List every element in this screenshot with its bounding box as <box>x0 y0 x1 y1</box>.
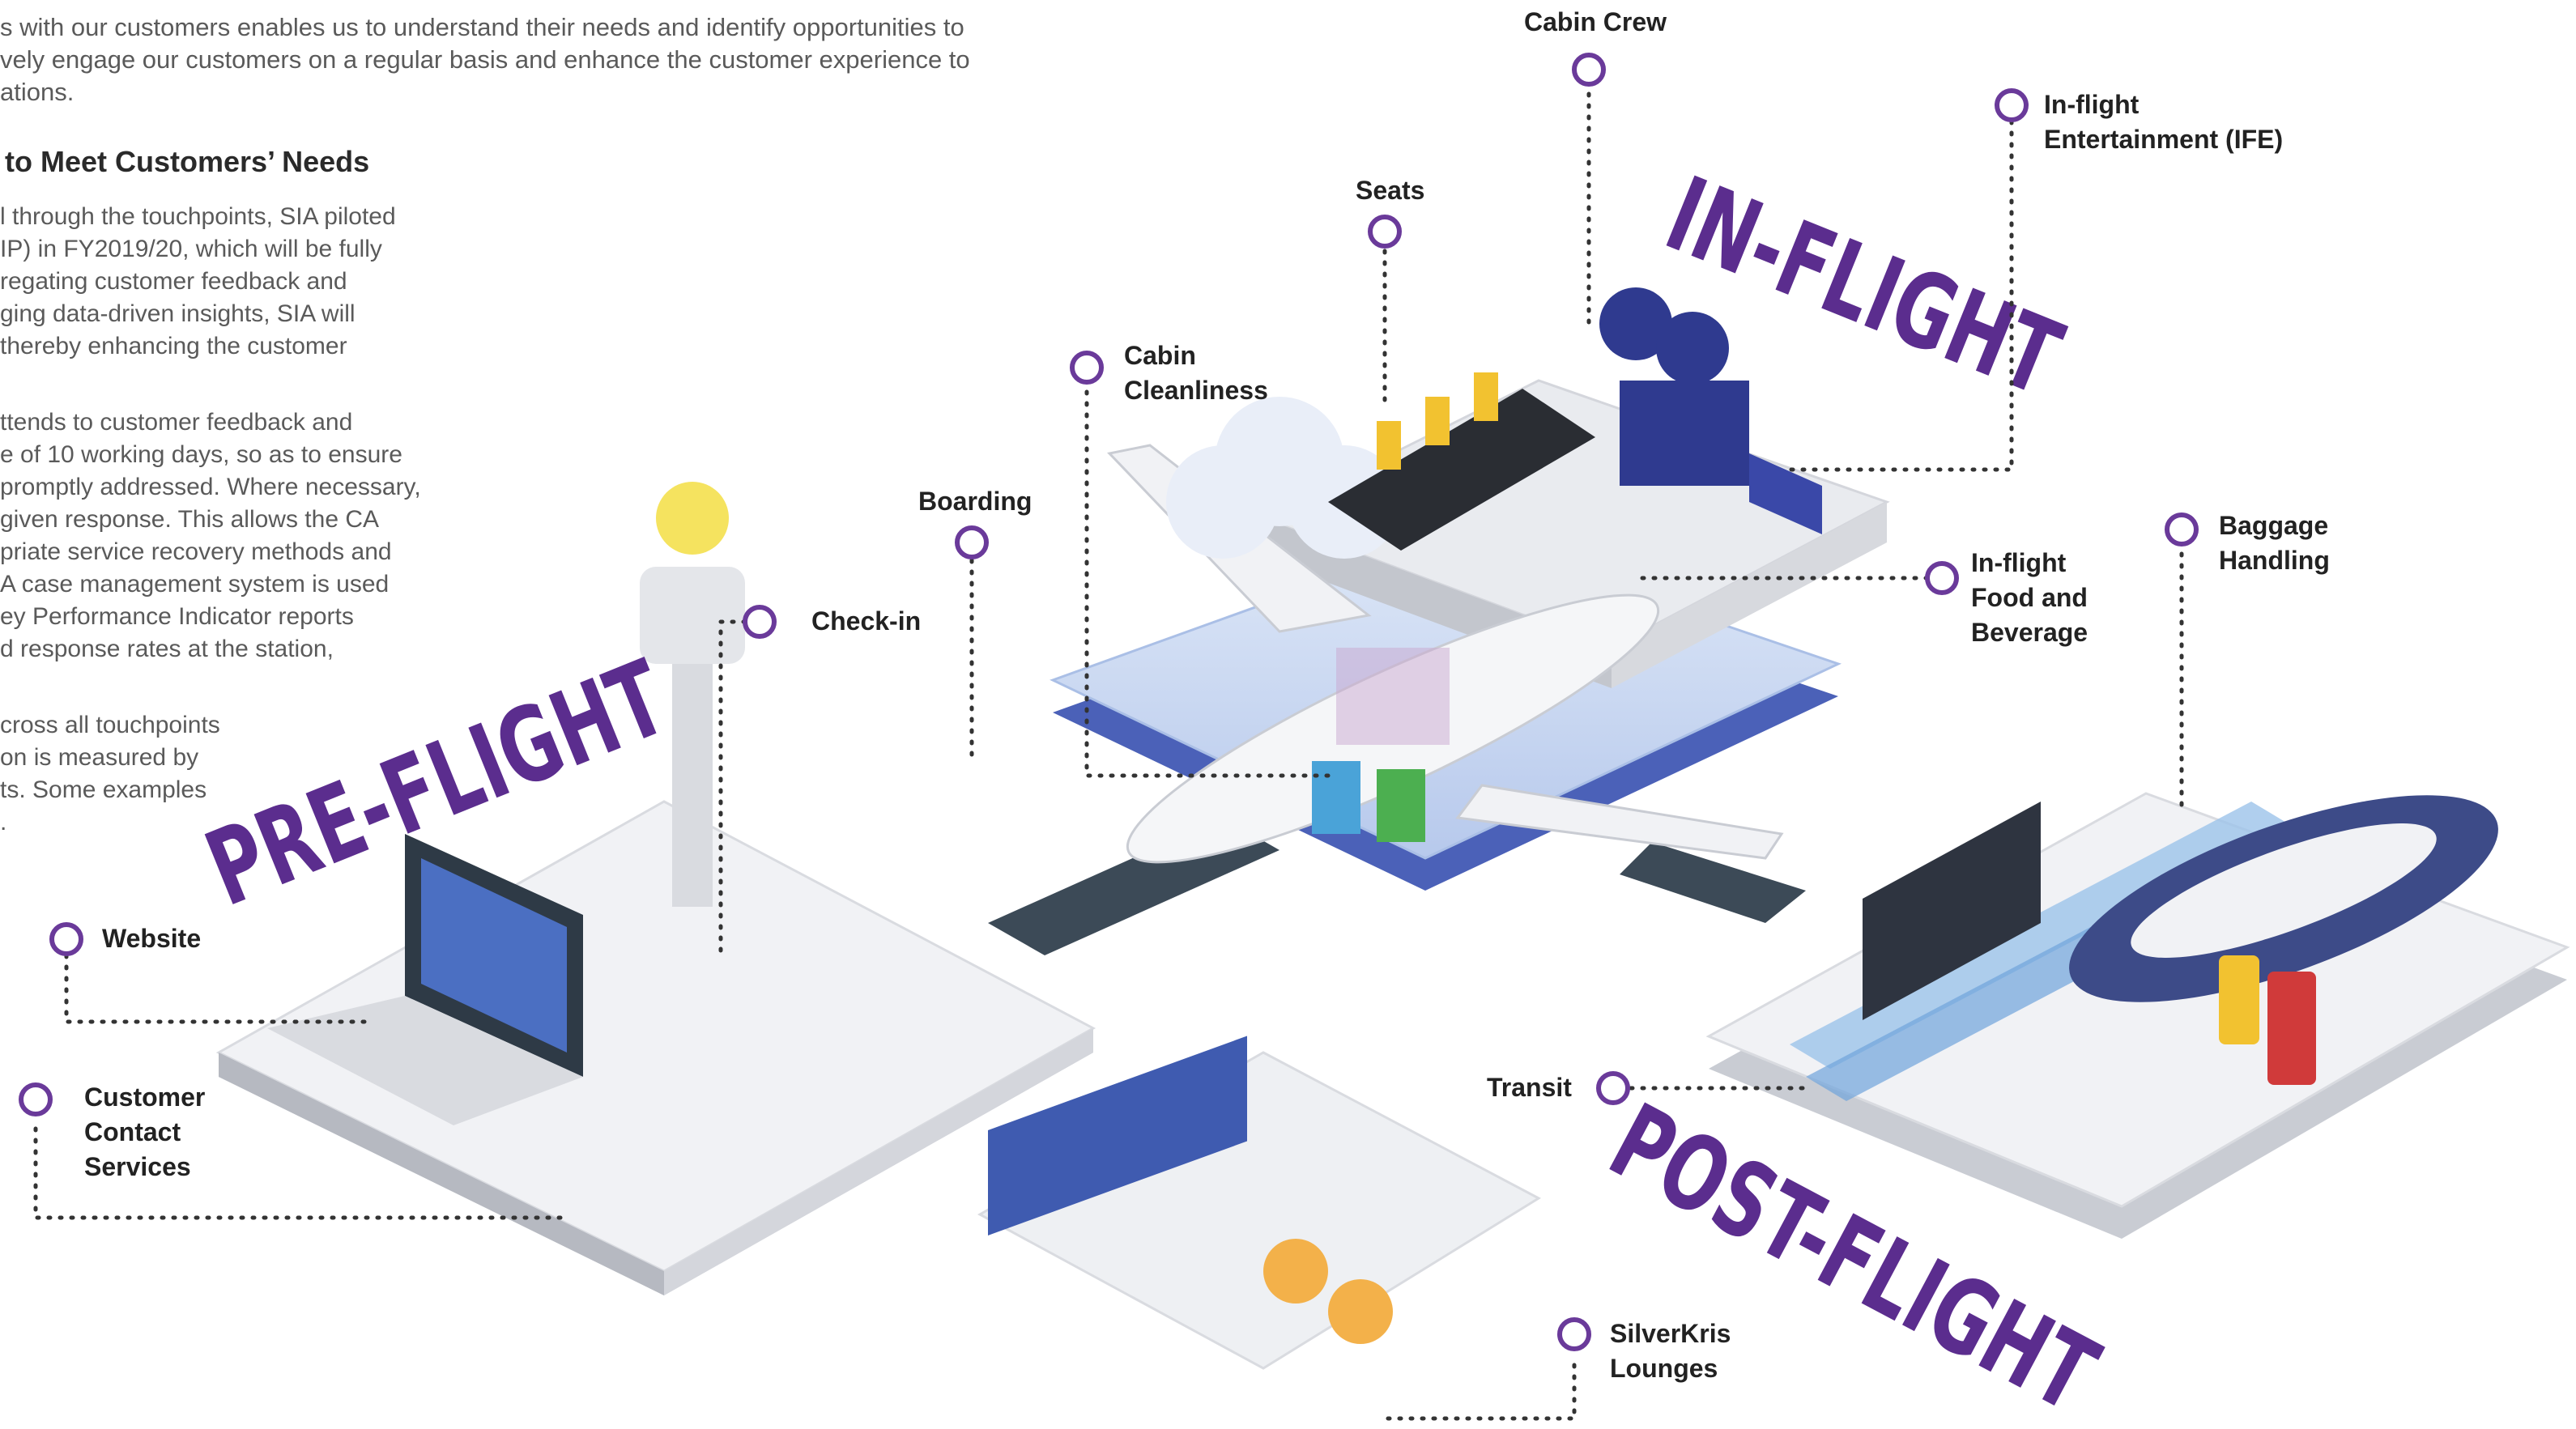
para3-line-4: . <box>0 809 7 836</box>
label-website: Website <box>102 924 202 953</box>
control-tower <box>640 482 745 907</box>
label-seats: Seats <box>1356 176 1425 205</box>
pre-flight-platform <box>215 800 1096 1295</box>
para3-line-3: ts. Some examples <box>0 776 207 803</box>
intro-line-3: ations. <box>0 78 75 106</box>
touchpoint-markers <box>19 53 2199 1351</box>
para1-line-1: l through the touchpoints, SIA piloted <box>0 203 396 230</box>
para3-line-2: on is measured by <box>0 744 199 771</box>
para2-line-2: e of 10 working days, so as to ensure <box>0 441 402 468</box>
para1-line-2: IP) in FY2019/20, which will be fully <box>0 236 382 262</box>
section-heading: to Meet Customers’ Needs <box>5 145 370 178</box>
recycling-bins <box>1312 761 1425 842</box>
para2-line-5: priate service recovery methods and <box>0 538 392 565</box>
connector-lines <box>33 80 2184 1421</box>
departure-board <box>1863 802 2041 1020</box>
label-check-in: Check-in <box>811 606 922 636</box>
para2-line-1: ttends to customer feedback and <box>0 409 353 436</box>
lounge-area <box>977 1036 1542 1370</box>
label-boarding: Boarding <box>918 487 1033 516</box>
para2-line-3: promptly addressed. Where necessary, <box>0 474 421 500</box>
para2-line-4: given response. This allows the CA <box>0 506 380 533</box>
label-cabin-crew: Cabin Crew <box>1524 7 1667 36</box>
para1-line-5: thereby enhancing the customer <box>0 333 347 359</box>
cabin-seats <box>1328 372 1595 551</box>
para1-line-3: regating customer feedback and <box>0 268 347 295</box>
intro-line-1: s with our customers enables us to under… <box>0 13 964 41</box>
para1-line-4: ging data-driven insights, SIA will <box>0 300 356 327</box>
para2-line-7: ey Performance Indicator reports <box>0 603 354 630</box>
movie-camera <box>1599 287 1822 534</box>
para2-line-8: d response rates at the station, <box>0 636 334 662</box>
intro-line-2: vely engage our customers on a regular b… <box>0 45 970 74</box>
laptop <box>267 834 583 1125</box>
label-transit: Transit <box>1487 1073 1572 1102</box>
in-flight-title: IN-FLIGHT <box>1650 154 2076 419</box>
para2-line-6: A case management system is used <box>0 571 390 598</box>
baggage-carousel <box>2069 795 2498 1085</box>
para3-line-1: cross all touchpoints <box>0 712 220 738</box>
